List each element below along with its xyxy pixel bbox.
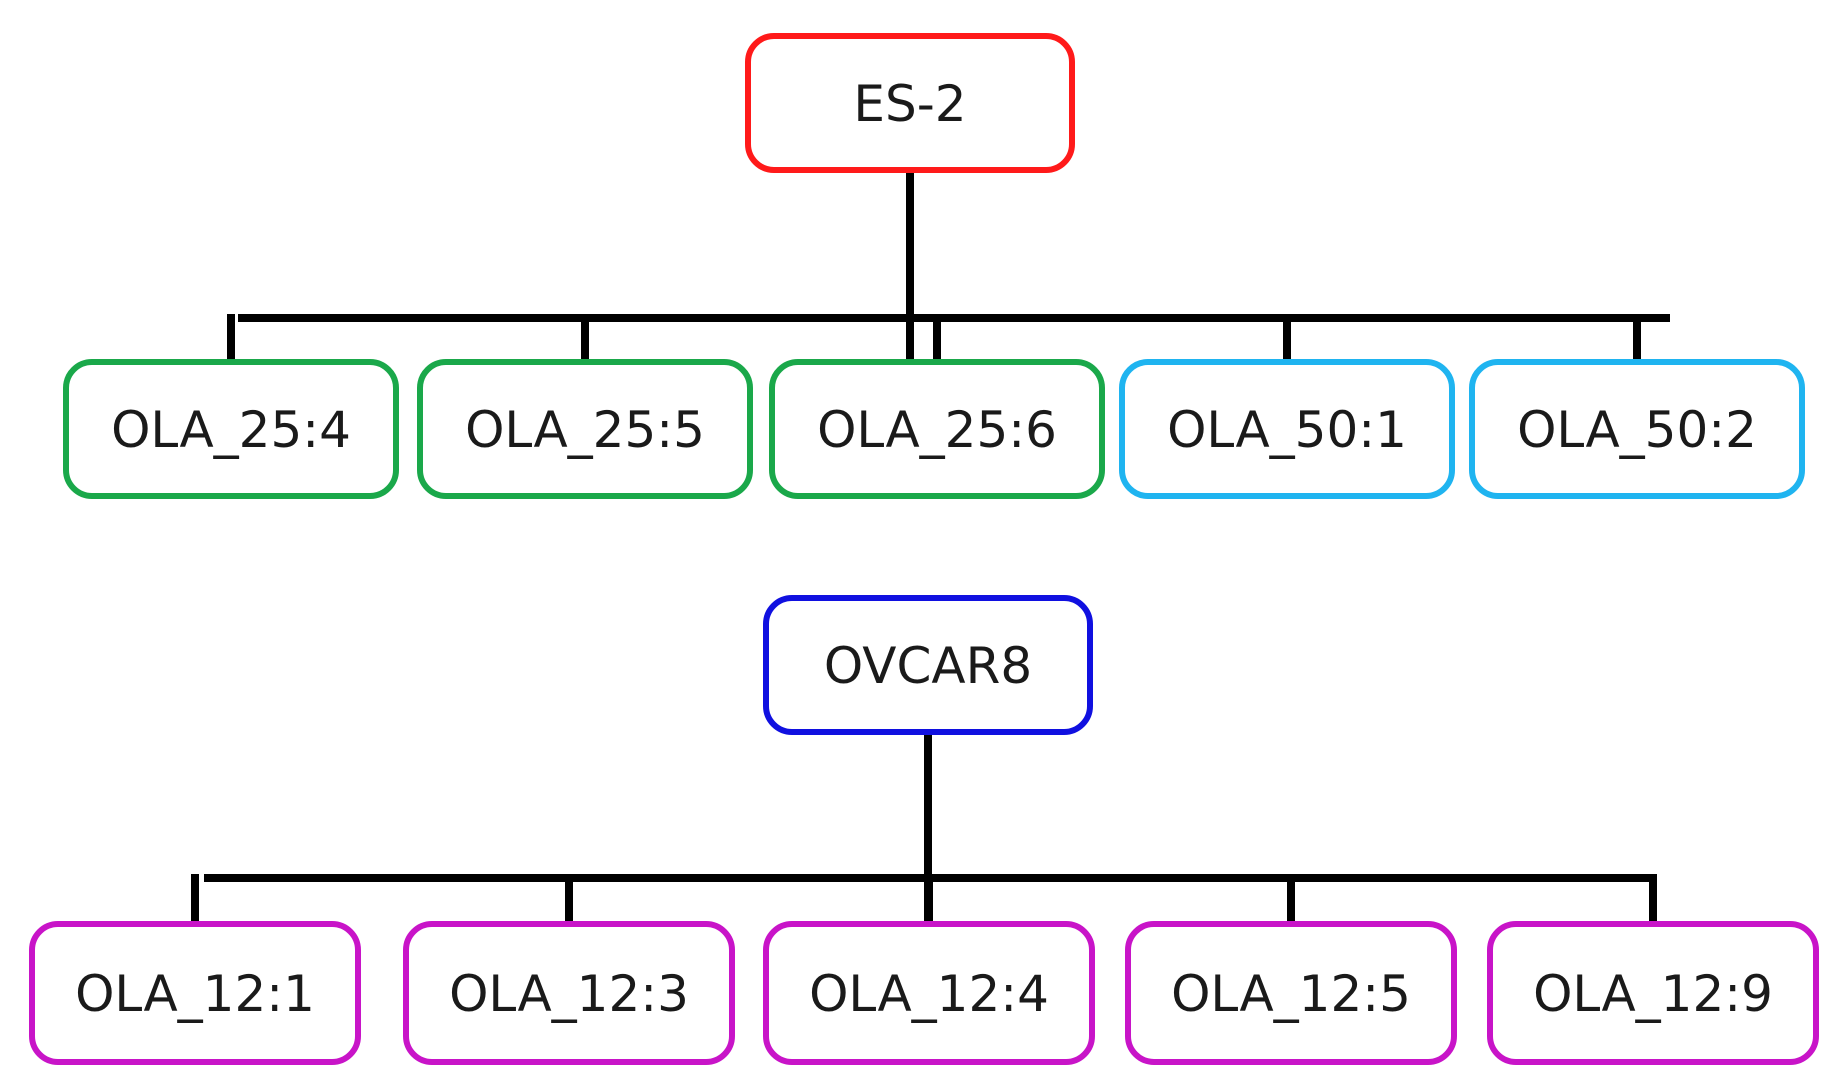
ovcar8-child-node: OLA_12:1 bbox=[29, 921, 361, 1065]
ovcar8-connectors bbox=[191, 728, 1657, 928]
ovcar8-child-node-box bbox=[1487, 921, 1819, 1065]
ovcar8-child-node: OLA_12:9 bbox=[1487, 921, 1819, 1065]
ovcar8-child-node-box bbox=[29, 921, 361, 1065]
ovcar8-child-node-label: OLA_12:4 bbox=[809, 965, 1049, 1023]
es2-child-node-label: OLA_25:4 bbox=[111, 401, 351, 459]
es2-child-node-label: OLA_50:1 bbox=[1167, 401, 1407, 459]
es2-child-node: OLA_25:4 bbox=[63, 359, 399, 499]
ovcar8-child-node-label: OLA_12:3 bbox=[449, 965, 689, 1023]
es2-child-node-box bbox=[1469, 359, 1805, 499]
es2-child-node-box bbox=[1119, 359, 1455, 499]
es2-child-node: OLA_25:6 bbox=[769, 359, 1105, 499]
es2-child-node-box bbox=[417, 359, 753, 499]
es2-root-node-box bbox=[745, 33, 1075, 173]
es2-child-node-label: OLA_25:5 bbox=[465, 401, 705, 459]
ovcar8-child-node-label: OLA_12:9 bbox=[1533, 965, 1773, 1023]
ovcar8-child-node: OLA_12:4 bbox=[763, 921, 1095, 1065]
es2-child-node-box bbox=[63, 359, 399, 499]
ovcar8-child-node-label: OLA_12:1 bbox=[75, 965, 315, 1023]
es2-child-node: OLA_50:1 bbox=[1119, 359, 1455, 499]
ovcar8-child-node-box bbox=[1125, 921, 1457, 1065]
ovcar8-child-node: OLA_12:3 bbox=[403, 921, 735, 1065]
es2-child-node-label: OLA_50:2 bbox=[1517, 401, 1757, 459]
es2-root-node: ES-2 bbox=[745, 33, 1075, 173]
ovcar8-root-node-box bbox=[763, 595, 1093, 735]
es2-root-node-label: ES-2 bbox=[853, 75, 966, 133]
es2-child-node-label: OLA_25:6 bbox=[817, 401, 1057, 459]
ovcar8-root-node: OVCAR8 bbox=[763, 595, 1093, 735]
es2-child-node-box bbox=[769, 359, 1105, 499]
ovcar8-child-node-label: OLA_12:5 bbox=[1171, 965, 1411, 1023]
ovcar8-root-node-label: OVCAR8 bbox=[824, 637, 1032, 695]
ovcar8-child-node: OLA_12:5 bbox=[1125, 921, 1457, 1065]
es2-connectors bbox=[227, 166, 1670, 366]
es2-child-node: OLA_25:5 bbox=[417, 359, 753, 499]
ovcar8-child-node-box bbox=[403, 921, 735, 1065]
es2-child-node: OLA_50:2 bbox=[1469, 359, 1805, 499]
ovcar8-child-node-box bbox=[763, 921, 1095, 1065]
